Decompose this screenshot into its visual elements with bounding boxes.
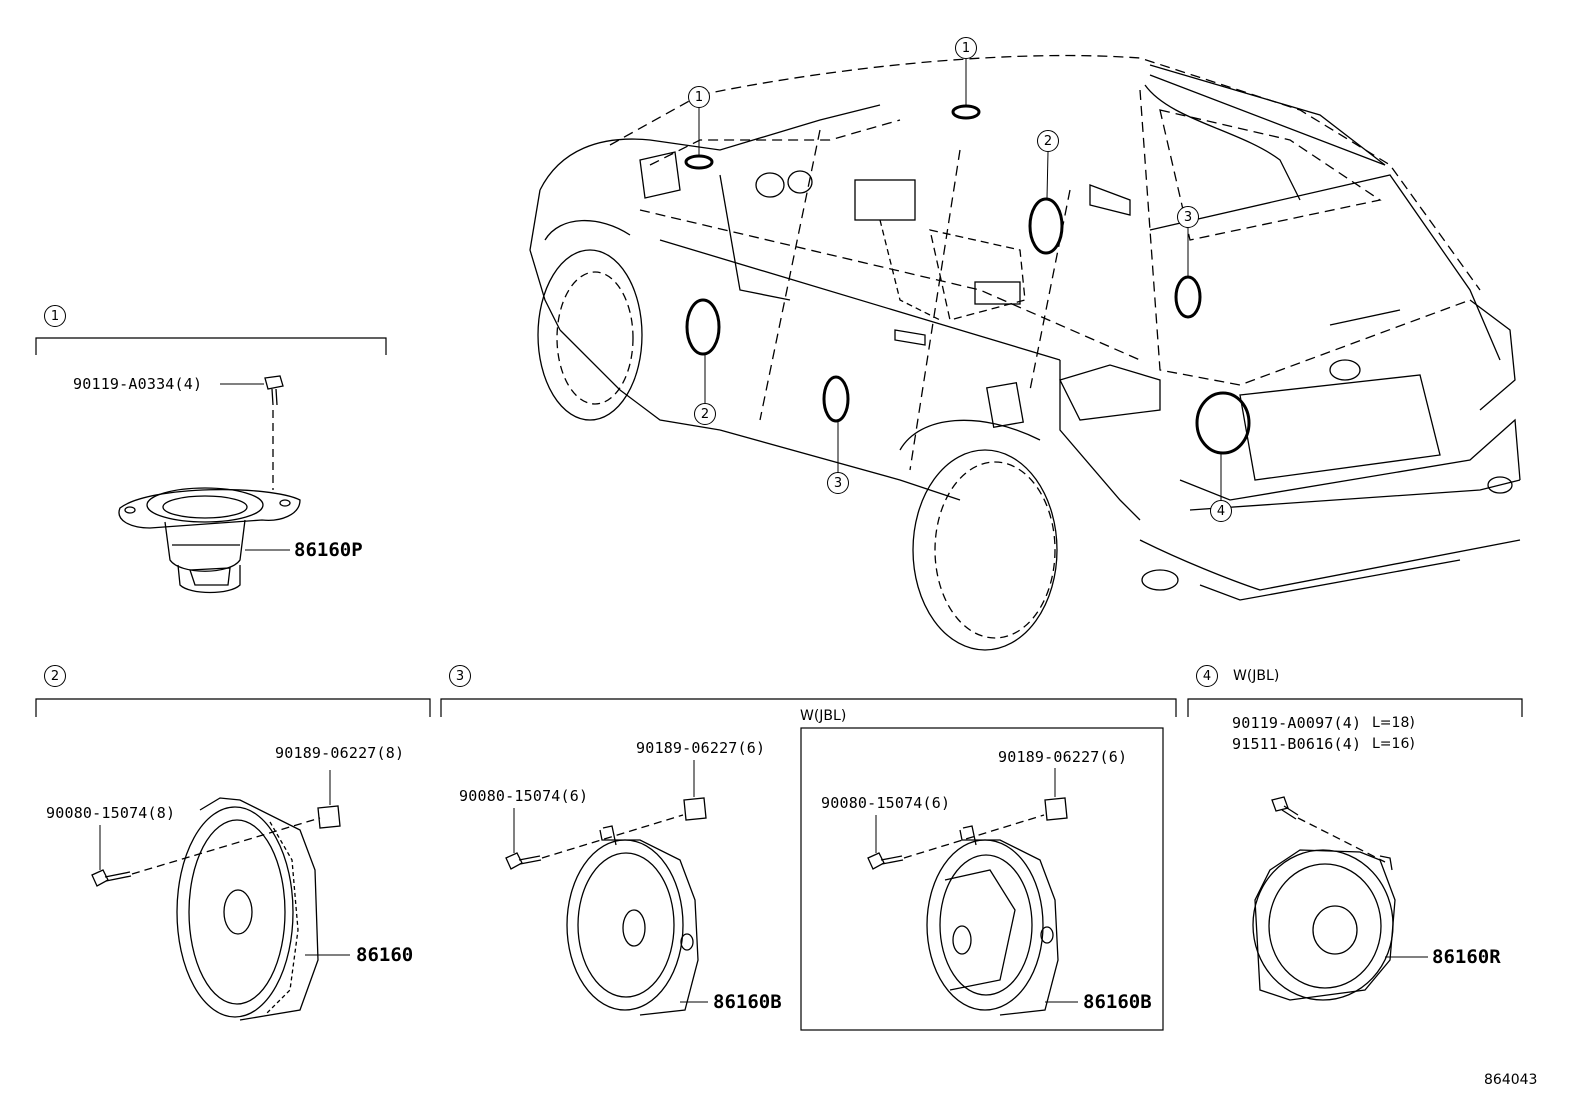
section-4-number: 4 <box>1196 665 1218 687</box>
callout-1-center: 1 <box>955 37 977 59</box>
callout-2-front-door: 2 <box>694 403 716 425</box>
part-number-screw-90080-15074-6: 90080-15074(6) <box>459 787 589 805</box>
bolt-90119-A0097-length-note: L=18) <box>1372 715 1415 731</box>
part-number-nut-90189-06227-6: 90189-06227(6) <box>636 739 766 757</box>
section-4-variant-label: W(JBL) <box>1233 668 1280 684</box>
vehicle-outline <box>529 54 1521 651</box>
part-number-screw-90080-15074-8: 90080-15074(8) <box>46 804 176 822</box>
part-number-bolt-90119-A0097: 90119-A0097(4) <box>1232 714 1362 732</box>
part-number-bolt-91511-B0616: 91511-B0616(4) <box>1232 735 1362 753</box>
part-number-bolt-90119-A0334: 90119-A0334(4) <box>73 375 203 393</box>
section-1-number: 1 <box>44 305 66 327</box>
part-number-nut-90189-06227-8: 90189-06227(8) <box>275 744 405 762</box>
tailgate-speaker-86160R <box>1252 796 1428 1001</box>
tweeter-speaker-86160P <box>118 375 301 594</box>
part-number-jbl-screw-90080-15074-6: 90080-15074(6) <box>821 794 951 812</box>
section-2-number: 2 <box>44 665 66 687</box>
callout-2-rear-door: 2 <box>1037 130 1059 152</box>
callout-leaders <box>698 59 1222 500</box>
callout-1-front: 1 <box>688 86 710 108</box>
door-speaker-86160B <box>505 760 708 1016</box>
section-3-number: 3 <box>449 665 471 687</box>
section-3-variant-label: W(JBL) <box>800 708 847 724</box>
figure-code: 864043 <box>1484 1072 1538 1088</box>
part-number-speaker-86160P: 86160P <box>294 539 363 561</box>
part-number-speaker-86160: 86160 <box>356 944 414 966</box>
jbl-door-speaker-86160B <box>867 768 1078 1016</box>
part-number-speaker-86160B: 86160B <box>713 991 782 1013</box>
vehicle-speaker-marks <box>684 104 1251 455</box>
door-speaker-86160 <box>91 770 350 1021</box>
callout-3-rear-door: 3 <box>827 472 849 494</box>
part-number-speaker-86160R: 86160R <box>1432 946 1501 968</box>
section-brackets <box>35 337 1523 1031</box>
callout-4-tailgate: 4 <box>1210 500 1232 522</box>
part-number-jbl-speaker-86160B: 86160B <box>1083 991 1152 1013</box>
callout-3-rear-side: 3 <box>1177 206 1199 228</box>
part-number-jbl-nut-90189-06227-6: 90189-06227(6) <box>998 748 1128 766</box>
bolt-91511-B0616-length-note: L=16) <box>1372 736 1415 752</box>
